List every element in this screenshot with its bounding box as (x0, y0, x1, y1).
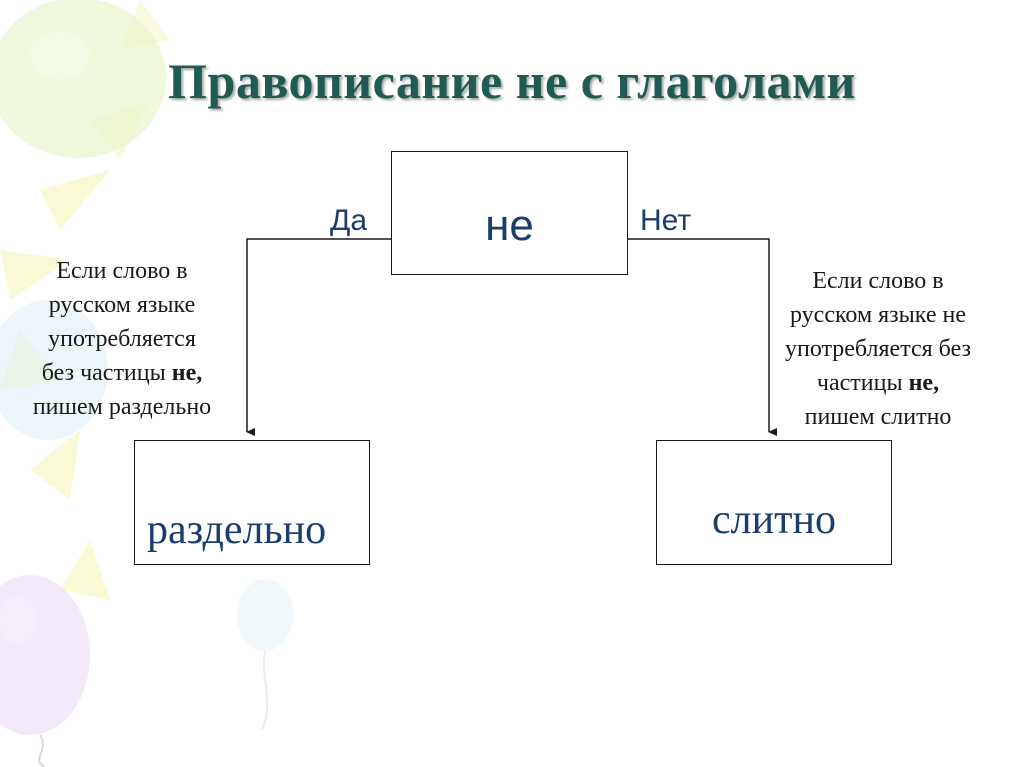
page-title: Правописание не с глаголами (168, 53, 856, 109)
rule-line-prefix: без частицы (41, 360, 172, 386)
rule-line: без частицы не, (6, 356, 238, 390)
node-together-label: слитно (712, 497, 836, 543)
rule-particle-ne: не, (908, 370, 940, 396)
connector-no (628, 238, 777, 436)
rule-line: употребляется без (784, 336, 972, 362)
rule-line: русском языке (48, 292, 196, 318)
connector-yes (246, 238, 391, 436)
rule-text-together: Если слово в русском языке не употребляе… (758, 264, 998, 434)
balloon-purple (0, 575, 90, 735)
branch-label-yes: Да (330, 204, 368, 237)
rule-particle-ne: не, (171, 360, 203, 386)
rule-line: Если слово в (56, 258, 188, 284)
rule-line: пишем слитно (804, 404, 952, 430)
rule-line-prefix: частицы (816, 370, 909, 396)
rule-line: употребляется (48, 326, 196, 352)
rule-line: пишем раздельно (32, 394, 212, 420)
node-together: слитно (656, 440, 892, 565)
node-ne: не (391, 151, 628, 275)
rule-line: русском языке не (789, 302, 966, 328)
node-separate-label: раздельно (147, 507, 327, 553)
rule-line: Если слово в (812, 268, 944, 294)
rule-line: частицы не, (758, 366, 998, 400)
branch-label-no: Нет (640, 204, 692, 237)
node-separate: раздельно (134, 440, 370, 565)
node-ne-label: не (485, 201, 534, 250)
rule-text-separate: Если слово в русском языке употребляется… (6, 254, 238, 424)
